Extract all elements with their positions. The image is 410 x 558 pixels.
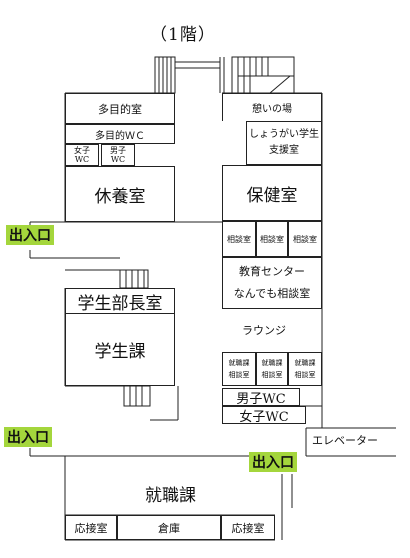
label-line-2: 相談室 (261, 371, 283, 379)
room-lounge-ikoi: 憩いの場 (222, 93, 322, 121)
label-line-1: 教育センター (239, 265, 305, 278)
stair-left-top (154, 56, 176, 94)
room-reception-2: 応接室 (221, 515, 275, 540)
room-reception-1: 応接室 (65, 515, 117, 540)
label-line-1: 就職課 (261, 359, 283, 367)
stair-right-top (231, 56, 295, 94)
label-line-1: 男子 (110, 146, 126, 155)
room-career-consult-2: 就職課 相談室 (256, 352, 288, 386)
room-storage: 倉庫 (117, 515, 221, 540)
room-consult-3: 相談室 (288, 221, 322, 257)
room-career-consult-3: 就職課 相談室 (288, 352, 322, 386)
label-line-2: WC (74, 155, 90, 164)
label-line-2: なんでも相談室 (233, 287, 311, 300)
label-line-2: 相談室 (294, 371, 316, 379)
label-line-1: 就職課 (228, 359, 250, 367)
label-line-2: 相談室 (228, 371, 250, 379)
floor-title: （1階） (150, 25, 216, 45)
room-mens-wc-small: 男子 WC (101, 144, 135, 166)
label-line-1: 女子 (74, 146, 90, 155)
room-mens-wc: 男子WC (222, 388, 300, 407)
room-lounge: ラウンジ (242, 324, 286, 337)
label-line-1: しょうがい学生 (249, 129, 319, 140)
room-disability-support: しょうがい学生 支援室 (246, 121, 322, 165)
label-line-1: 就職課 (294, 359, 316, 367)
room-multipurpose: 多目的室 (65, 93, 175, 124)
room-elevator: エレベーター (312, 434, 378, 447)
room-health: 保健室 (222, 165, 322, 221)
room-career-office: 就職課 (145, 486, 196, 506)
room-education-center: 教育センター なんでも相談室 (222, 257, 322, 309)
room-womens-wc-small: 女子 WC (65, 144, 99, 166)
room-career-consult-1: 就職課 相談室 (222, 352, 256, 386)
room-student-affairs: 学生課 (65, 314, 175, 386)
exit-left-lower: 出入口 (4, 427, 52, 447)
room-consult-2: 相談室 (256, 221, 288, 257)
room-womens-wc: 女子WC (222, 406, 306, 425)
room-consult-1: 相談室 (222, 221, 256, 257)
exit-bottom-right: 出入口 (249, 452, 297, 472)
room-student-dean: 学生部長室 (65, 288, 175, 314)
label-line-2: WC (110, 155, 126, 164)
room-rest: 休養室 (65, 166, 175, 222)
label-line-2: 支援室 (269, 145, 299, 156)
room-multipurpose-wc: 多目的ＷＣ (65, 124, 175, 144)
exit-left-upper: 出入口 (6, 225, 54, 245)
